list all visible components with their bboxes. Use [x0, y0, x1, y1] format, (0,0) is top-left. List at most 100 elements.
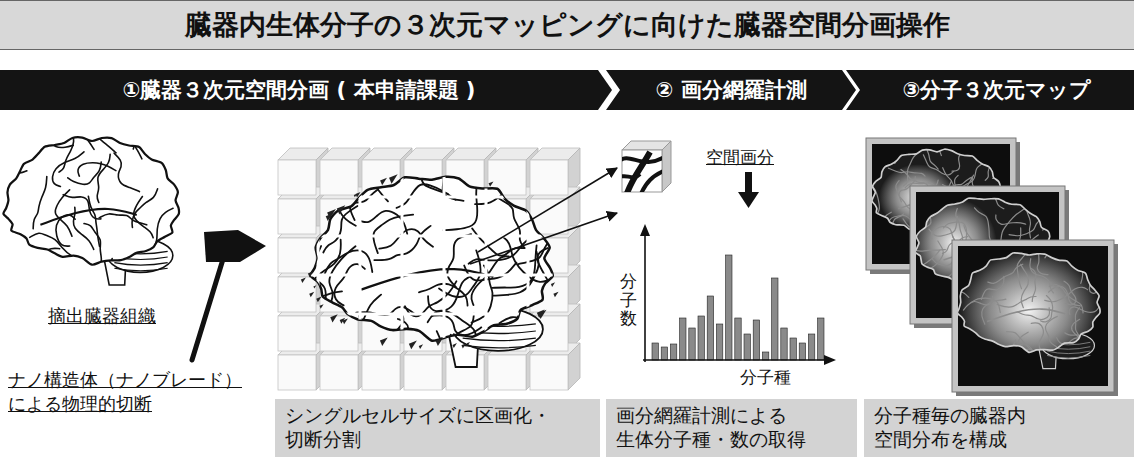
illustration-part [489, 181, 494, 186]
step-chevron: ② 画分網羅計測 [606, 70, 856, 110]
gyrus-line [990, 350, 1014, 367]
bar [680, 318, 686, 360]
bar [744, 334, 750, 360]
gyrus-line [958, 360, 970, 380]
bar [670, 344, 676, 360]
gyrus-line [872, 168, 873, 193]
gyrus-line [154, 208, 173, 257]
illustration-part [958, 246, 1108, 386]
illustration-part [956, 244, 1118, 396]
cerebellum-fold [114, 268, 167, 271]
gyrus-line [916, 283, 943, 289]
gyrus-line [1037, 247, 1048, 274]
cube-front [320, 160, 358, 195]
gyrus-line [952, 145, 969, 171]
gyrus-line [963, 296, 992, 310]
illustration-part [419, 344, 423, 349]
cube-front [278, 355, 316, 390]
title-text: 臓器内生体分子の３次元マッピングに向けた臓器空間分画操作 [185, 7, 950, 43]
brain-fill [3, 137, 179, 264]
gyrus-line [70, 271, 116, 288]
brain-gyri [258, 152, 605, 403]
cube-front [530, 355, 568, 390]
gyrus-line [1017, 251, 1028, 289]
gyrus-line [451, 335, 484, 397]
bar [808, 334, 814, 360]
illustration-part [337, 205, 345, 214]
caption-box: シングルセルサイズに区画化・ 切断分割 [275, 399, 600, 457]
cube-front [278, 238, 316, 273]
gyrus-line [121, 261, 144, 289]
gyrus-line [919, 144, 938, 169]
gyrus-line [916, 250, 940, 272]
illustration-part [846, 70, 1134, 110]
illustration-part [389, 174, 398, 183]
illustration-part [330, 314, 338, 322]
illustration-part [319, 304, 323, 309]
gyrus-line [33, 176, 47, 228]
gyrus-line [1065, 333, 1084, 358]
gyrus-line [1031, 268, 1036, 301]
gyrus-line [13, 151, 35, 173]
gyrus-line [316, 337, 368, 376]
gyrus-line [52, 152, 84, 187]
bar [772, 278, 778, 360]
lateral-fissure [987, 309, 1065, 321]
cerebellum-fold [114, 263, 167, 266]
cube-front [278, 316, 316, 351]
gyrus-line [983, 340, 1016, 357]
bar [661, 347, 667, 360]
gyrus-line [360, 211, 407, 234]
gyrus-line [176, 149, 209, 168]
gyrus-line [981, 144, 999, 159]
tissue-fragment [640, 170, 662, 192]
brain-fill [310, 177, 552, 341]
fraction-label: 空間画分 [706, 146, 774, 169]
illustration-part [436, 338, 444, 346]
gyrus-line [78, 163, 116, 176]
gyrus-line [314, 189, 378, 213]
caption-box: 分子種毎の臓器内 空間分布を構成 [864, 399, 1134, 457]
gyrus-line [281, 323, 346, 341]
gyrus-line [88, 196, 99, 246]
cube-front [488, 355, 526, 390]
gyrus-line [125, 120, 142, 159]
illustration-part [452, 343, 456, 348]
cube-grid [278, 148, 580, 390]
gyrus-line [997, 296, 1036, 307]
cube-front [320, 355, 358, 390]
brain-outline [310, 177, 552, 341]
illustration-part [952, 240, 1114, 392]
gyrus-line [30, 105, 45, 141]
illustration-part [270, 274, 600, 277]
cube-front [320, 316, 358, 351]
illustration-part [553, 292, 558, 298]
illustration-part [204, 230, 266, 262]
illustration-part [622, 152, 662, 192]
caption-text: 画分網羅計測による 生体分子種・数の取得 [616, 404, 847, 452]
gyrus-line [132, 189, 158, 228]
gyrus-line [507, 337, 536, 371]
cerebellum-fold [463, 345, 536, 348]
gyrus-line [22, 273, 64, 288]
gyrus-line [50, 261, 86, 275]
illustration-part [0, 70, 612, 110]
illustration-part [467, 342, 470, 346]
gyrus-line [492, 245, 536, 287]
brain-outline [958, 253, 1100, 353]
gyrus-line [443, 334, 454, 403]
gyrus-line [986, 360, 1027, 377]
illustration-part [308, 271, 314, 277]
gyrus-line [996, 215, 1026, 224]
illustration-part [342, 318, 347, 324]
gyrus-line [892, 214, 904, 249]
gyrus-line [988, 264, 1023, 283]
gyrus-line [1069, 307, 1099, 315]
gyrus-line [991, 154, 1010, 175]
x-axis [643, 359, 828, 361]
gyrus-line [447, 234, 471, 287]
gyrus-line [944, 222, 967, 240]
brain-gyri [13, 105, 214, 315]
illustration-part [662, 141, 671, 192]
tissue-fragment [622, 174, 640, 178]
